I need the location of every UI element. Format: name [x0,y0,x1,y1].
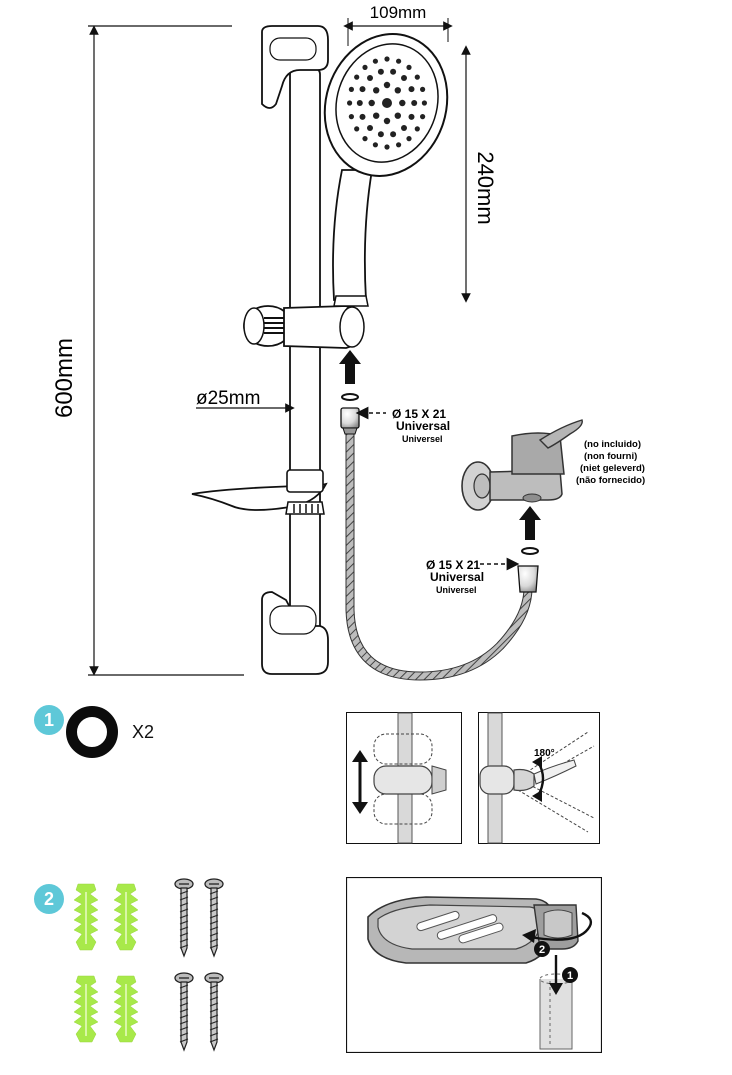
bar-diameter-dimension: ø25mm [196,388,295,413]
nozzle [414,74,420,80]
detail-slide-adjust [346,712,462,844]
slider-holder [243,305,365,349]
nozzle [377,131,384,138]
nozzle [384,56,390,62]
nozzle [368,99,375,107]
mixer-tap [461,419,583,511]
nozzle [396,142,402,148]
svg-text:Universal: Universal [396,419,450,433]
nozzle [359,86,366,93]
nozzle [347,100,353,106]
nozzle [382,98,392,108]
bar-diameter-label: ø25mm [196,388,260,409]
nozzle [362,64,368,70]
svg-text:(no incluido): (no incluido) [584,439,641,450]
nozzle [394,112,401,119]
washer-bottom [521,547,539,555]
soap-step-two: 2 [539,944,545,956]
soap-step-two-badge [534,941,550,957]
connection-label-bottom: Ø 15 X 21 Universal Universel [426,558,484,595]
nozzle [390,68,397,75]
connection-label-top: Ø 15 X 21 Universal Universel [392,407,450,444]
nozzle [373,87,380,94]
wall-plug [113,883,139,951]
nozzle [372,58,378,64]
fixings [73,878,224,1051]
assembly-drawing: 600mm ø25mm 109mm [51,3,645,681]
nozzle [414,126,420,132]
wall-plug [113,975,139,1043]
nozzle [421,100,427,106]
washer-quantity: X2 [132,722,155,742]
shower-hose [340,407,539,681]
nozzle [367,125,373,131]
height-dimension: 600mm [51,25,244,676]
soap-step-one-badge [562,967,578,983]
nozzle [396,58,402,64]
washer-icon [66,706,118,758]
hand-shower [323,33,449,307]
step-one-badge: 1 [34,705,64,735]
up-arrow-top [339,350,361,384]
nozzle [399,99,406,107]
svg-text:(não fornecido): (não fornecido) [576,475,645,486]
nozzle [420,86,426,92]
svg-text:(non fourni): (non fourni) [584,451,637,462]
rotation-angle: 180° [534,748,555,759]
head-width-dimension: 109mm [343,3,453,46]
nozzle [348,114,354,120]
svg-text:Ø 15 X 21: Ø 15 X 21 [392,407,446,421]
svg-text:Universel: Universel [436,585,477,595]
not-included-note: (no incluido) (non fourni) (niet gelever… [576,439,645,486]
nozzle [406,64,412,70]
height-label: 600mm [51,338,78,418]
soap-dish [191,469,328,515]
nozzle [367,75,373,81]
step-two-badge: 2 [34,884,64,914]
up-arrow-bottom [519,506,541,540]
svg-text:Ø 15 X 21: Ø 15 X 21 [426,558,480,572]
screw [204,972,224,1051]
svg-text:Universel: Universel [402,434,443,444]
nozzle [356,100,363,106]
nozzle [383,117,391,125]
nozzle [383,81,391,89]
nozzle [373,112,380,119]
nozzle [411,100,418,106]
screw [174,878,194,957]
head-length-dimension: 240mm [461,45,498,303]
screw [204,878,224,957]
nozzle [348,86,354,92]
nozzle [372,142,378,148]
nozzle [377,68,384,75]
nozzle [401,125,407,131]
wall-plug [73,883,99,951]
svg-text:Universal: Universal [430,570,484,584]
head-length-label: 240mm [473,151,498,224]
nozzle [354,126,360,132]
nozzle [390,131,397,138]
nozzle [384,144,390,150]
detail-rotation: 180° [478,712,600,844]
nozzle [408,113,415,120]
slide-rail [261,25,329,675]
soap-step-one: 1 [567,970,573,982]
nozzle [408,86,415,93]
svg-text:(niet geleverd): (niet geleverd) [580,463,645,474]
nozzle [420,114,426,120]
nozzle [406,136,412,142]
washer-top [341,393,359,401]
screw [174,972,194,1051]
nozzle [362,136,368,142]
detail-soap-dish: 2 1 [346,877,602,1053]
nozzle [359,113,366,120]
nozzle [401,75,407,81]
wall-plug [73,975,99,1043]
head-width-label: 109mm [370,3,427,22]
nozzle [394,87,401,94]
nozzle [354,74,360,80]
